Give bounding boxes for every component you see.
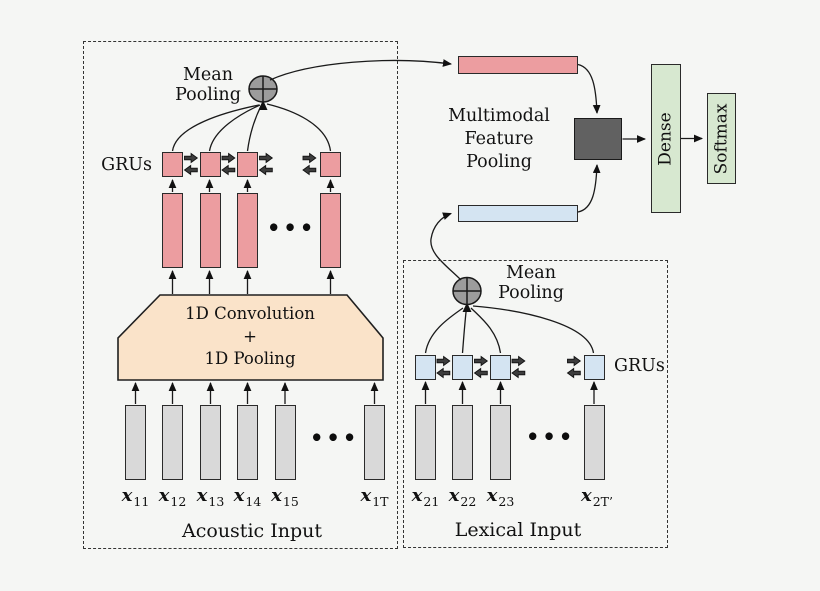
gru-cell-acoustic-3: [237, 152, 258, 177]
input-label-x11: x11: [121, 485, 150, 509]
input-label-x13: x13: [196, 485, 225, 509]
conv-feature-bar-1: [162, 193, 183, 268]
input-label-x22: x22: [448, 485, 477, 509]
input-label-x1T: x1T: [360, 485, 389, 509]
lexical-to-utterance-arrow: [430, 212, 462, 281]
acoustic-to-utterance-arrow: [269, 59, 453, 81]
lexical-input-bar-1: [415, 405, 436, 480]
conv-feature-bar-2: [199, 193, 221, 268]
gru-cell-acoustic-4: [320, 152, 341, 177]
ellipsis-acoustic-inputs: •••: [310, 425, 360, 450]
gru-cell-lexical-4: [583, 354, 605, 380]
feature-to-gru-arrows: [168, 178, 335, 192]
ellipsis-acoustic-features: •••: [267, 215, 317, 240]
lexical-input-bar-4: [583, 405, 605, 480]
acoustic-input-bar-2: [162, 405, 183, 480]
red-to-fusion-arrow: [577, 63, 601, 115]
lexical-input-bar-3: [490, 405, 511, 480]
ellipsis-lexical-inputs: •••: [526, 424, 576, 449]
input-label-x23: x23: [486, 485, 515, 509]
gru-cell-lexical-1: [414, 354, 436, 380]
acoustic-input-bar-5: [274, 405, 296, 480]
acoustic-input-arrows: [131, 381, 379, 404]
acoustic-utterance-bar: [458, 55, 578, 74]
gru-cell-acoustic-1: [162, 152, 183, 177]
conv-to-feature-arrows: [168, 269, 335, 294]
softmax-layer-box: Softmax: [707, 93, 736, 184]
lexical-utterance-bar: [458, 204, 578, 222]
input-label-x21: x21: [411, 485, 440, 509]
mean-pooling-icon-acoustic: [248, 75, 278, 103]
conv-pooling-block: [117, 294, 384, 381]
dense-layer-box: Dense: [650, 64, 681, 213]
lexical-input-caption: Lexical Input: [454, 519, 582, 541]
multimodal-pooling-label: Multimodal Feature Pooling: [448, 106, 550, 172]
conv-pooling-label: 1D Convolution + 1D Pooling: [185, 304, 315, 368]
gru-to-pooling-curves-acoustic: [171, 100, 332, 152]
acoustic-input-bar-1: [125, 405, 146, 480]
gru-cell-lexical-2: [452, 354, 473, 380]
lexical-input-arrows: [421, 380, 598, 404]
mean-pooling-label-acoustic: Mean Pooling: [175, 65, 241, 105]
lexical-input-bar-2: [452, 405, 473, 480]
input-label-x12: x12: [158, 485, 187, 509]
acoustic-input-bar-6: [364, 405, 385, 480]
input-label-x15: x15: [271, 485, 299, 509]
gru-to-pooling-curves-lexical: [424, 302, 595, 354]
softmax-label: Softmax: [711, 103, 732, 174]
mean-pooling-icon-lexical: [452, 276, 482, 306]
acoustic-input-bar-4: [237, 405, 258, 480]
fusion-square: [573, 118, 622, 160]
acoustic-input-box: [83, 41, 398, 549]
blue-to-fusion-arrow: [577, 163, 601, 213]
conv-feature-bar-4: [320, 193, 341, 268]
mean-pooling-label-lexical: Mean Pooling: [498, 263, 564, 303]
gru-cell-lexical-3: [489, 354, 511, 380]
input-label-x2T: x2T’: [581, 485, 613, 509]
grus-label-acoustic: GRUs: [101, 155, 152, 175]
gru-cell-acoustic-2: [199, 152, 221, 177]
input-label-x14: x14: [233, 485, 262, 509]
conv-feature-bar-3: [237, 193, 258, 268]
acoustic-input-caption: Acoustic Input: [182, 520, 322, 542]
dense-label: Dense: [655, 111, 676, 166]
grus-label-lexical: GRUs: [614, 356, 665, 376]
acoustic-input-bar-3: [200, 405, 221, 480]
lexical-input-box: [403, 260, 668, 548]
